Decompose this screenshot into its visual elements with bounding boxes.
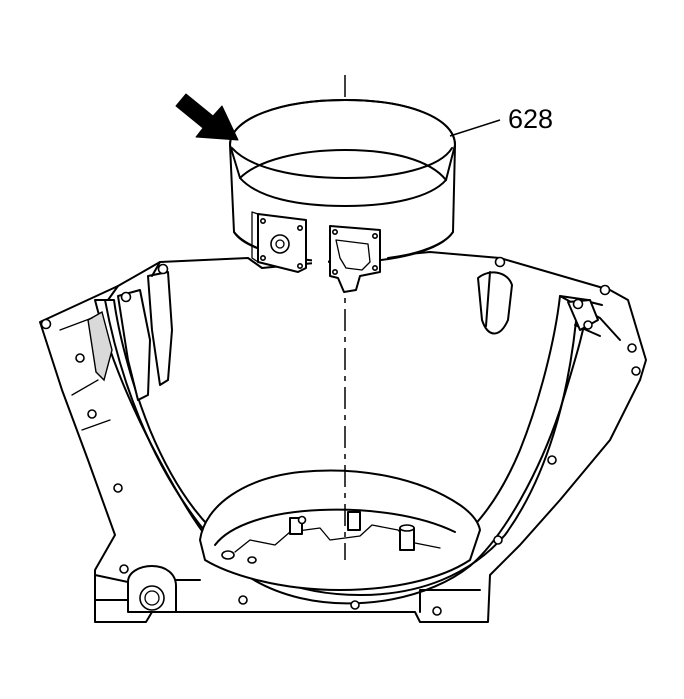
case-inner-edge xyxy=(104,299,579,596)
callout-label: 628 xyxy=(508,104,553,134)
pump-pocket-inner xyxy=(214,508,456,546)
left-rib-1 xyxy=(117,289,151,401)
transmission-case xyxy=(39,251,647,623)
pump-pocket xyxy=(199,469,481,591)
intermediate-band xyxy=(229,99,456,293)
leader-line xyxy=(449,119,501,137)
flange-bolt-holes xyxy=(40,256,641,616)
band-anchor-lug xyxy=(329,225,381,293)
black-arrow-icon xyxy=(175,93,239,141)
callout-628: 628 xyxy=(449,104,553,137)
left-rib-2 xyxy=(147,271,173,386)
right-boss xyxy=(477,271,513,335)
